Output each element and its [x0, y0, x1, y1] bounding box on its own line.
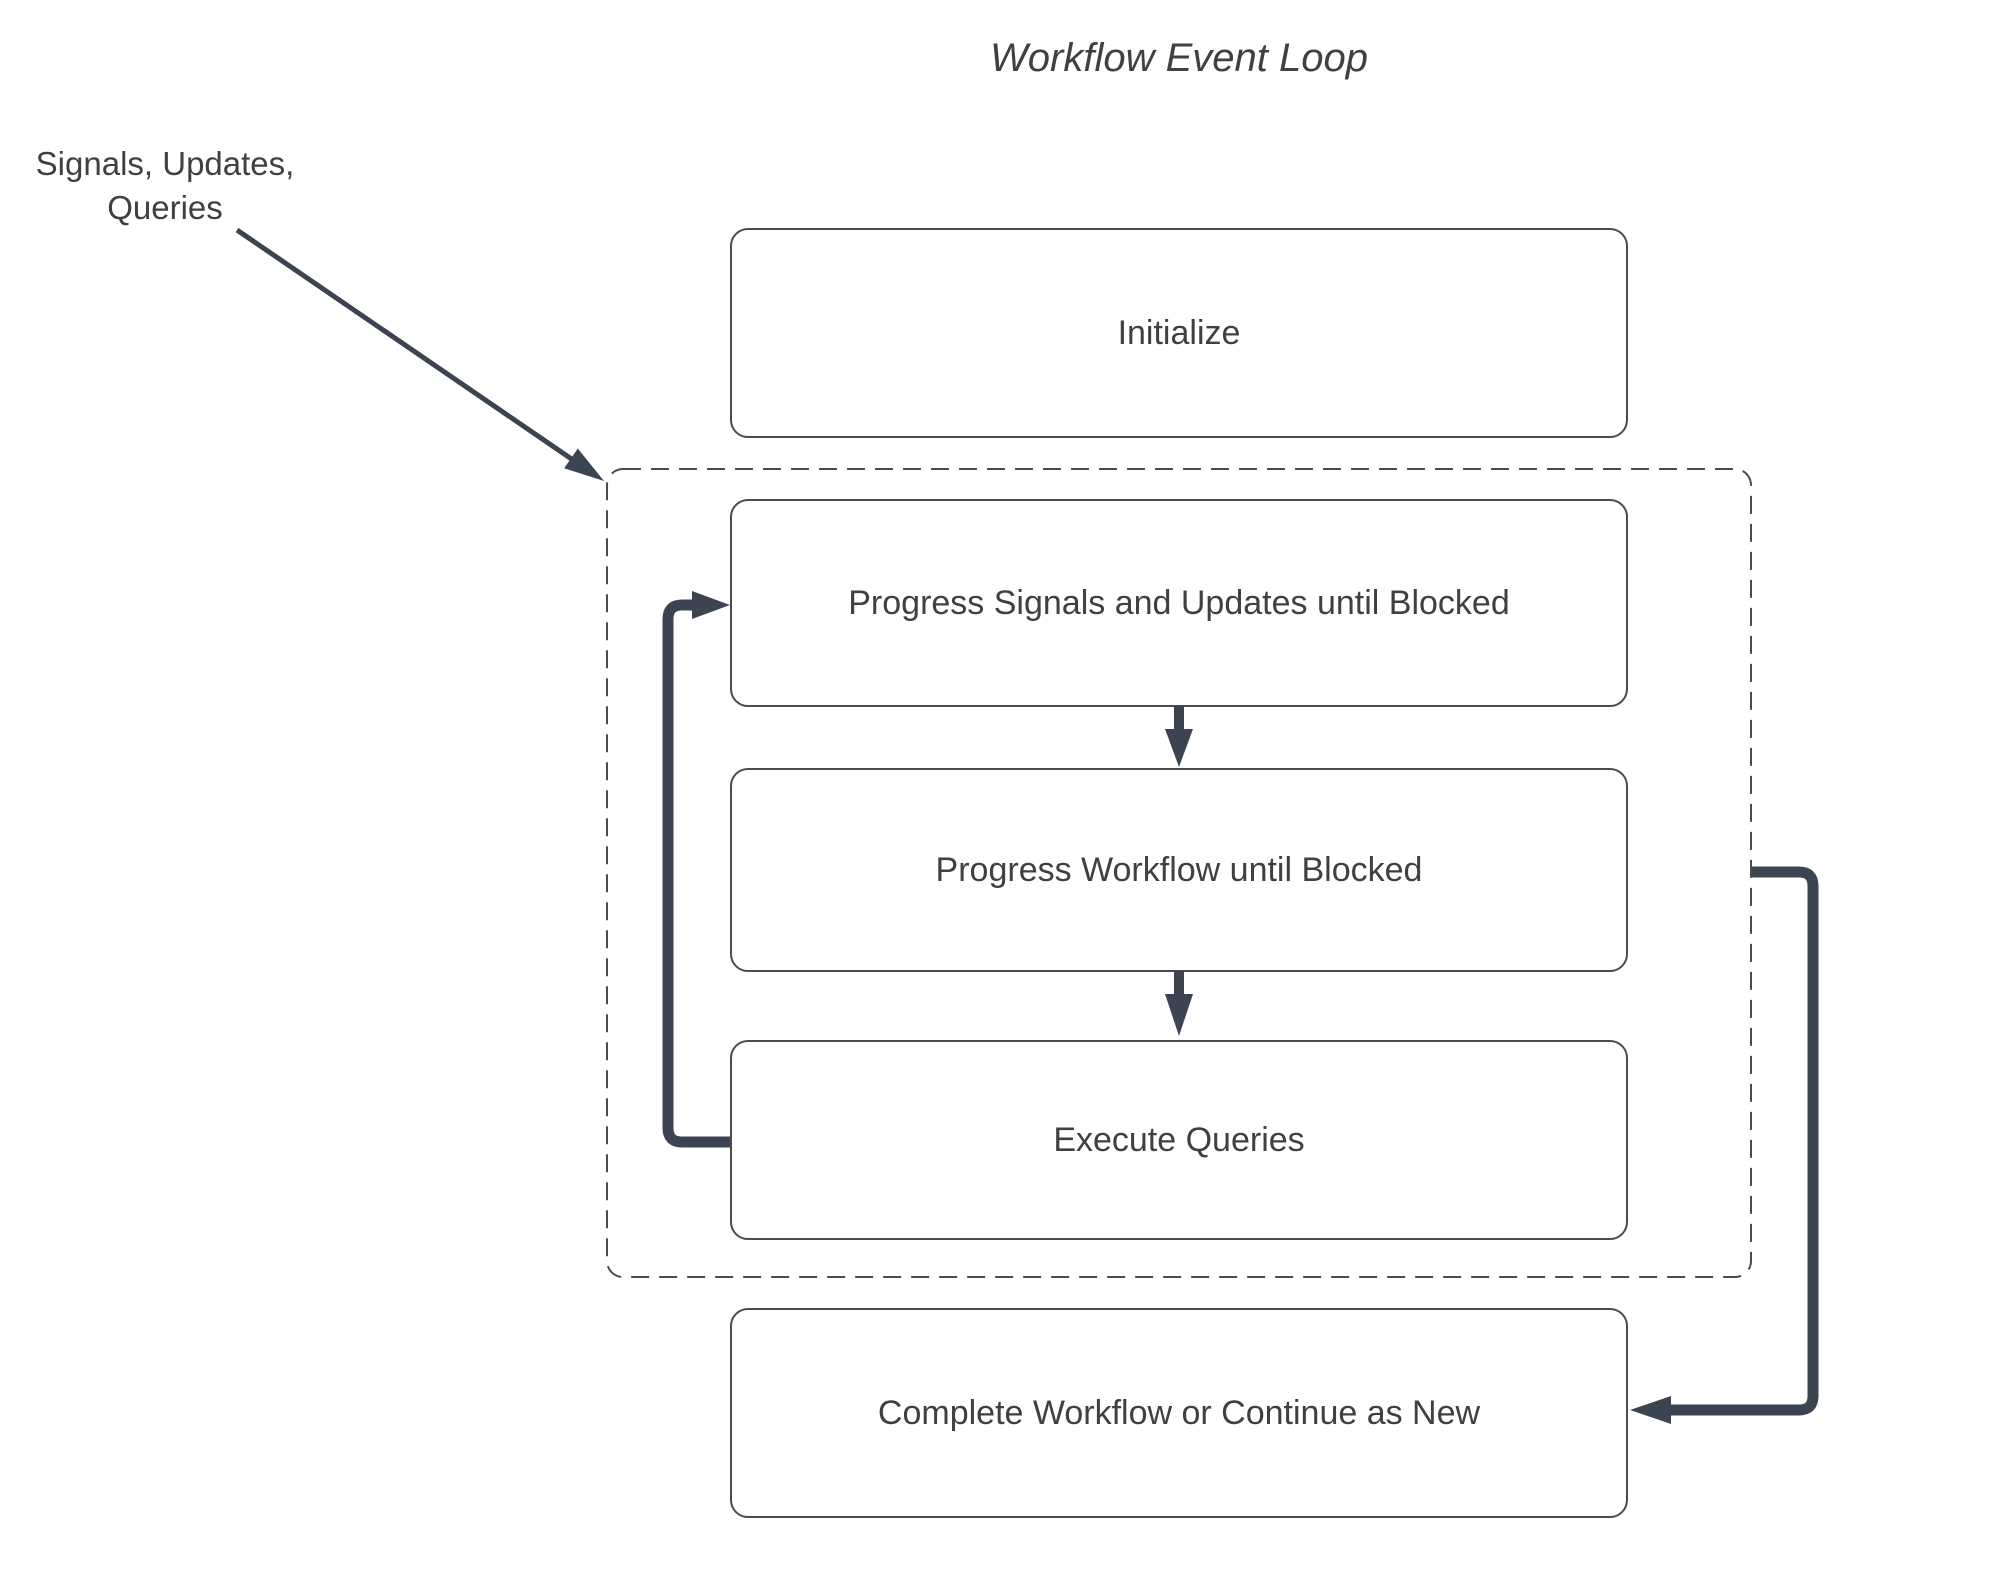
- node-initialize-label: Initialize: [1117, 313, 1241, 352]
- node-complete: Complete Workflow or Continue as New: [730, 1308, 1628, 1518]
- node-execute-queries: Execute Queries: [730, 1040, 1628, 1240]
- annotation-arrow: [235, 227, 604, 481]
- arrow-container-to-complete: [1630, 866, 1819, 1424]
- node-progress-signals-label: Progress Signals and Updates until Block…: [848, 583, 1510, 622]
- arrow-queries-loop-back: [662, 591, 730, 1148]
- arrow-workflow-to-queries: [1165, 971, 1193, 1036]
- node-progress-workflow-label: Progress Workflow until Blocked: [935, 850, 1423, 889]
- node-progress-signals: Progress Signals and Updates until Block…: [730, 499, 1628, 707]
- node-execute-queries-label: Execute Queries: [1053, 1120, 1305, 1159]
- annotation-signals-updates-queries: Signals, Updates, Queries: [35, 145, 295, 226]
- node-initialize: Initialize: [730, 228, 1628, 438]
- node-complete-label: Complete Workflow or Continue as New: [877, 1393, 1481, 1432]
- node-progress-workflow: Progress Workflow until Blocked: [730, 768, 1628, 972]
- arrow-signals-to-workflow: [1165, 706, 1193, 767]
- diagram-title: Workflow Event Loop: [990, 36, 1368, 80]
